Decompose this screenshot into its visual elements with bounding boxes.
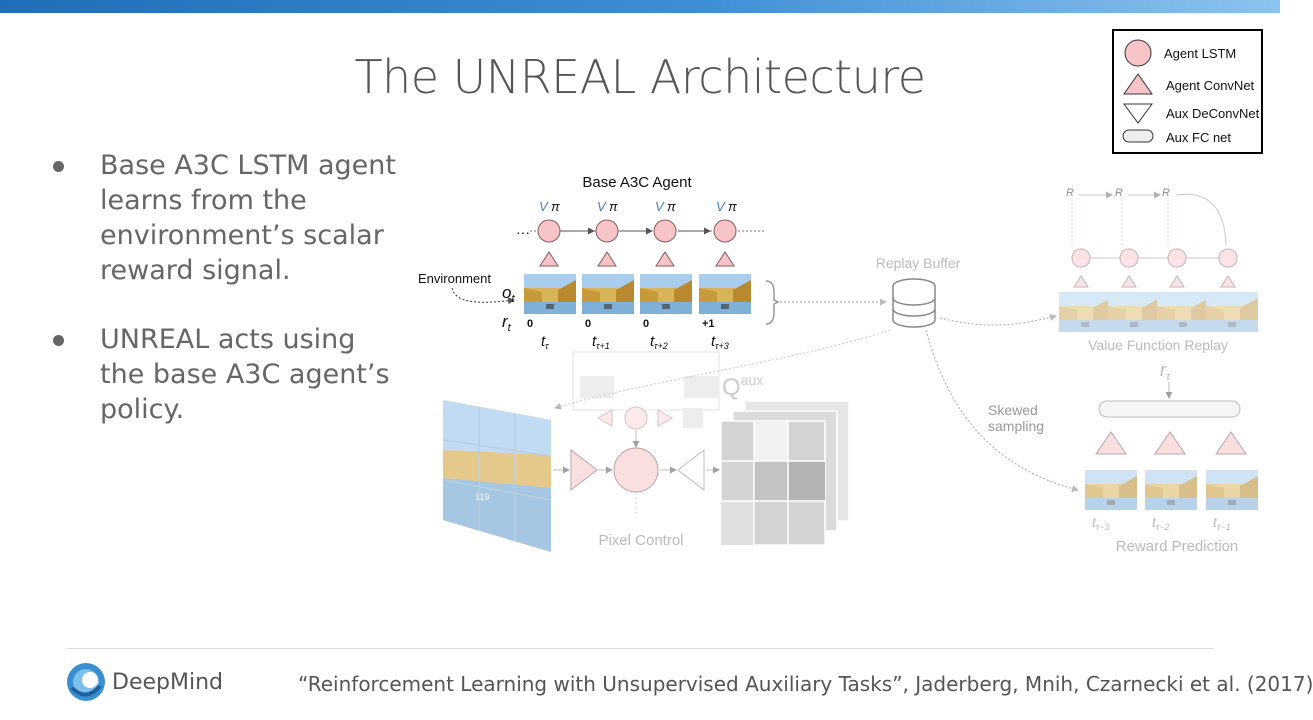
svg-text:119: 119 bbox=[475, 492, 489, 502]
circle-icon bbox=[1124, 39, 1152, 67]
observation-frame bbox=[582, 274, 634, 314]
triangle-down-icon bbox=[1123, 103, 1153, 124]
observation-frame bbox=[524, 274, 576, 314]
time-label: tτ−2 bbox=[1152, 514, 1170, 532]
lstm-node bbox=[595, 219, 619, 243]
svg-text:V: V bbox=[539, 199, 549, 214]
legend-label: Agent LSTM bbox=[1164, 46, 1237, 61]
convnet-node bbox=[597, 251, 617, 267]
brand-name: DeepMind bbox=[112, 670, 223, 695]
svg-text:R: R bbox=[1066, 187, 1074, 199]
svg-text:R: R bbox=[1162, 187, 1170, 199]
value-function-replay: R R R bbox=[1059, 187, 1258, 332]
agent-column: V π bbox=[524, 199, 576, 314]
pixel-control-label: Pixel Control bbox=[598, 532, 683, 549]
observation-frame bbox=[699, 274, 751, 314]
skewed-sampling-label: sampling bbox=[988, 418, 1044, 434]
reward-value: 0 bbox=[643, 318, 649, 330]
lstm-node bbox=[537, 219, 561, 243]
deepmind-logo-icon bbox=[67, 663, 105, 701]
to-pixel-control-arrow bbox=[554, 329, 891, 410]
base-agent-label: Base A3C Agent bbox=[582, 174, 692, 191]
convnet-node bbox=[655, 251, 675, 267]
legend-label: Agent ConvNet bbox=[1166, 78, 1255, 93]
time-label: tτ+1 bbox=[592, 333, 610, 351]
agent-column: V π bbox=[640, 199, 692, 314]
to-reward-prediction-arrow bbox=[925, 329, 1079, 492]
time-label: tτ bbox=[541, 333, 549, 351]
triangle-up-icon bbox=[1123, 73, 1153, 95]
svg-text:V: V bbox=[597, 199, 607, 214]
citation-text: “Reinforcement Learning with Unsupervise… bbox=[298, 672, 1313, 696]
agent-column: V π bbox=[582, 199, 634, 314]
reward-prediction bbox=[1085, 382, 1258, 510]
svg-text:π: π bbox=[667, 199, 676, 214]
reward-prediction-label: Reward Prediction bbox=[1116, 538, 1239, 555]
reward-pred-time-labels: tτ−3 tτ−2 tτ−1 bbox=[1092, 514, 1231, 532]
time-label: tτ+3 bbox=[711, 333, 729, 351]
brace-icon bbox=[765, 280, 780, 325]
svg-text:V: V bbox=[716, 199, 726, 214]
qaux-stack bbox=[720, 400, 850, 546]
pixel-control-top bbox=[572, 351, 720, 430]
value-replay-label: Value Function Replay bbox=[1088, 337, 1228, 353]
convnet-node bbox=[715, 251, 735, 267]
svg-text:π: π bbox=[609, 199, 618, 214]
time-labels: tτ tτ+1 tτ+2 tτ+3 bbox=[541, 333, 729, 351]
pixel-control-frame: 119 bbox=[442, 400, 552, 552]
legend-box: Agent LSTM Agent ConvNet Aux DeConvNet A… bbox=[1112, 29, 1263, 154]
reward-label: rt bbox=[502, 312, 512, 334]
reward-value: 0 bbox=[527, 318, 533, 330]
time-label: tτ+2 bbox=[650, 333, 668, 351]
obs-label: ot bbox=[502, 283, 515, 305]
reward-pred-output: rτ bbox=[1160, 360, 1171, 383]
to-value-replay-arrow bbox=[939, 314, 1057, 326]
environment-label: Environment bbox=[418, 271, 491, 286]
svg-text:R: R bbox=[1115, 187, 1123, 199]
pixel-control-net bbox=[553, 430, 720, 518]
bullet-item: Base A3C LSTM agent learns from the envi… bbox=[48, 148, 408, 288]
observation-frame bbox=[640, 274, 692, 314]
svg-text:π: π bbox=[551, 199, 560, 214]
database-icon bbox=[892, 278, 936, 328]
unreal-diagram: Base A3C Agent ··· V π V π V π V π Envir… bbox=[418, 174, 1258, 555]
lstm-node bbox=[713, 219, 737, 243]
reward-value: 0 bbox=[585, 318, 591, 330]
bullet-dot-icon bbox=[53, 161, 64, 172]
legend-icons bbox=[1122, 39, 1154, 143]
convnet-node bbox=[539, 251, 559, 267]
rounded-bar-icon bbox=[1122, 129, 1154, 143]
bullet-item: UNREAL acts using the base A3C agent’s p… bbox=[48, 322, 408, 427]
bullet-dot-icon bbox=[53, 335, 64, 346]
lstm-node bbox=[653, 219, 677, 243]
reward-value: +1 bbox=[702, 318, 715, 330]
legend-label: Aux DeConvNet bbox=[1166, 106, 1260, 121]
environment-arrow bbox=[451, 287, 515, 305]
skewed-sampling-label: Skewed bbox=[988, 402, 1038, 418]
svg-text:π: π bbox=[728, 199, 737, 214]
legend-label: Aux FC net bbox=[1166, 130, 1232, 145]
replay-buffer-label: Replay Buffer bbox=[876, 255, 961, 271]
agent-column: V π bbox=[699, 199, 751, 314]
top-accent-bar bbox=[0, 0, 1280, 13]
bullet-list: Base A3C LSTM agent learns from the envi… bbox=[48, 148, 408, 427]
footer-divider bbox=[66, 648, 1214, 649]
svg-text:V: V bbox=[655, 199, 665, 214]
slide-title: The UNREAL Architecture bbox=[354, 50, 926, 104]
time-label: tτ−1 bbox=[1213, 514, 1231, 532]
ellipsis-text: ··· bbox=[516, 224, 530, 240]
time-label: tτ−3 bbox=[1092, 514, 1110, 532]
qaux-label: Qaux bbox=[722, 372, 763, 401]
